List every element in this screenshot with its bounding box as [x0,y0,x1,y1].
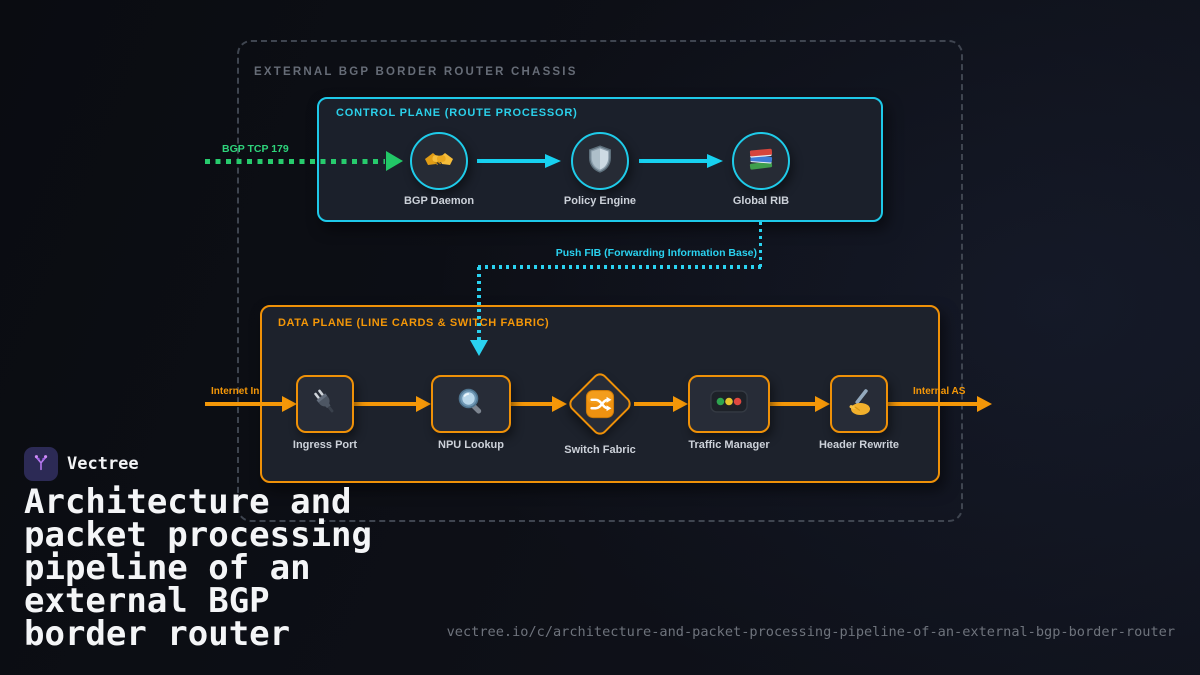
fib-link-segment-down2 [477,267,481,341]
node-label-traffic-manager: Traffic Manager [688,439,770,451]
cp-arrow2-line [639,159,707,163]
node-label-bgp-daemon: BGP Daemon [403,195,475,207]
internal-as-label: Internal AS [913,386,966,397]
node-global-rib [732,132,790,190]
node-label-policy-engine: Policy Engine [563,195,637,207]
internal-as-arrowhead [977,395,992,412]
vectree-logo-icon [30,451,52,478]
cp-arrow1-head [545,154,561,168]
internet-in-arrow-line [205,401,283,407]
internet-in-label: Internet In [211,386,260,397]
chassis-box [237,40,963,522]
fib-link-segment-across [478,265,762,269]
node-bgp-daemon [410,132,468,190]
page-url: vectree.io/c/architecture-and-packet-pro… [446,624,1175,640]
bgp-session-arrowhead [386,151,403,171]
brand-name: Vectree [67,454,139,474]
dp-arrow2-line [353,401,416,407]
data-plane-label: DATA PLANE (LINE CARDS & SWITCH FABRIC) [278,317,550,329]
node-npu-lookup [431,375,511,433]
page-title: Architecture and packet processing pipel… [24,482,372,654]
writing-hand-icon [843,386,875,423]
node-header-rewrite [830,375,888,433]
dp-arrow2-head [416,395,431,412]
node-label-switch-fabric: Switch Fabric [564,444,636,456]
cp-arrow2-head [707,154,723,168]
books-icon [745,143,777,180]
traffic-light-icon [710,390,748,418]
node-ingress-port [296,375,354,433]
chassis-label: EXTERNAL BGP BORDER ROUTER CHASSIS [254,66,578,78]
control-plane-label: CONTROL PLANE (ROUTE PROCESSOR) [336,107,578,119]
node-label-header-rewrite: Header Rewrite [818,439,900,451]
node-label-npu-lookup: NPU Lookup [438,439,504,451]
node-label-global-rib: Global RIB [732,195,790,207]
fib-link-segment-down1 [759,222,763,267]
bgp-session-label: BGP TCP 179 [222,143,289,155]
shield-icon [585,144,615,179]
fib-link-arrowhead [470,340,488,356]
dp-arrow5-line [770,401,815,407]
dp-arrow3-head [552,395,567,412]
internal-as-arrow-line [888,401,977,407]
dp-arrow4-head [673,395,688,412]
node-policy-engine [571,132,629,190]
node-traffic-manager [688,375,770,433]
node-label-ingress-port: Ingress Port [292,439,358,451]
shuffle-icon [585,389,615,424]
bgp-session-arrow-line [205,158,385,164]
cp-arrow1-line [477,159,545,163]
internet-in-arrowhead [282,395,297,412]
magnifier-icon [455,386,487,423]
plug-icon [309,386,341,423]
dp-arrow3-line [511,401,552,407]
dp-arrow5-head [815,395,830,412]
vectree-logo [24,447,58,481]
fib-link-label: Push FIB (Forwarding Information Base) [555,247,757,259]
dp-arrow4-line [634,401,673,407]
handshake-icon [423,143,455,180]
